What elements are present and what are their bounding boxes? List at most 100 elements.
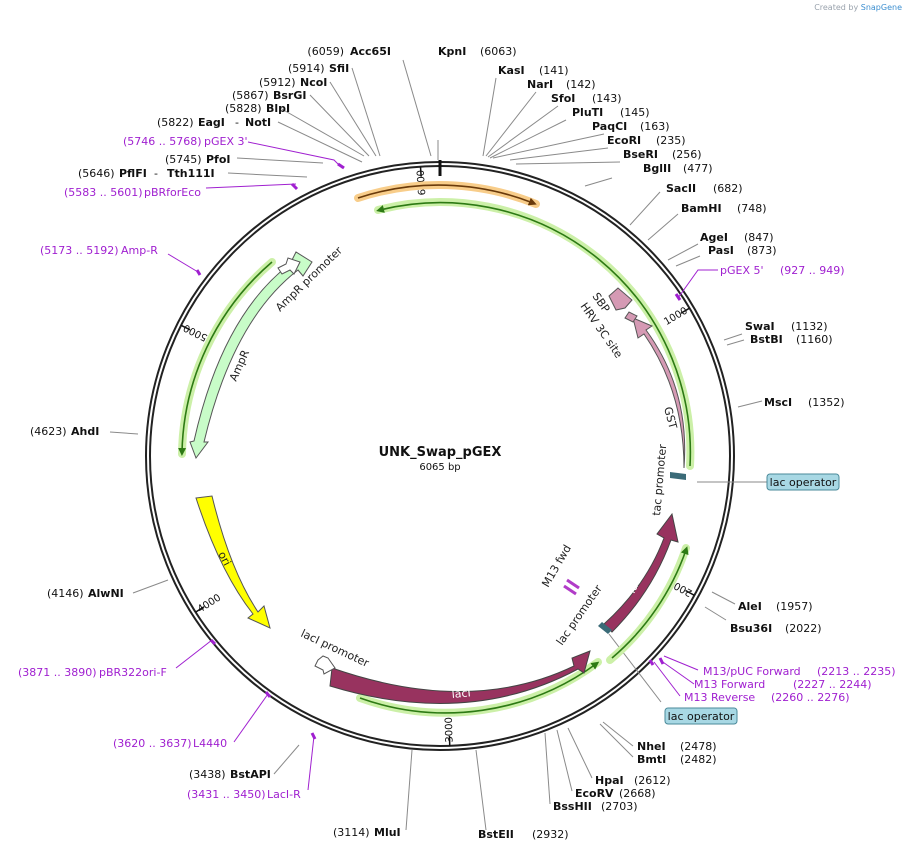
lac-operator-mark-1 (670, 472, 686, 480)
site-pos: (5646) (78, 167, 115, 180)
primer-leader-lines (167, 141, 718, 791)
site-name: BlpI (266, 102, 290, 115)
primer-range: (5173 .. 5192) (40, 244, 119, 257)
site-name: AlwNI (88, 587, 124, 600)
site-pos: (143) (592, 92, 622, 105)
primer-range: (5583 .. 5601) (64, 186, 143, 199)
site-name: BstAPI (230, 768, 271, 781)
feature-sbp-arrow (608, 287, 633, 311)
site-name: SacII (666, 182, 696, 195)
orf-arrow-top (357, 184, 537, 206)
lac-operator-box-1: lac operator (766, 473, 840, 491)
lac-operator-label-2: lac operator (668, 710, 735, 723)
primer-name: M13/pUC Forward (703, 665, 801, 678)
site-name: BstEII (478, 828, 514, 841)
credit-prefix: Created by (814, 3, 859, 12)
site-name: Acc65I (350, 45, 391, 58)
primer-range: (2227 .. 2244) (793, 678, 872, 691)
feature-m13fwd-mark (566, 578, 580, 590)
feature-lacz-arrow (603, 512, 679, 633)
tick-label: 5000 (182, 321, 210, 342)
site-pos: (1132) (791, 320, 828, 333)
site-name: SfoI (551, 92, 575, 105)
site-name-extra: Tth111I (167, 167, 215, 180)
primer-range: (3871 .. 3890) (18, 666, 97, 679)
site-pos: (5914) (288, 62, 325, 75)
site-pos: (163) (640, 120, 670, 133)
tick-mark (419, 166, 422, 177)
site-name: BssHII (553, 800, 592, 813)
primer-range: (2213 .. 2235) (817, 665, 896, 678)
primer-range: (927 .. 949) (780, 264, 845, 277)
site-pos: (6059) (307, 45, 344, 58)
site-name: PluTI (572, 106, 603, 119)
site-name: PaqCI (592, 120, 627, 133)
site-name: NarI (527, 78, 553, 91)
primer-name: LacI-R (267, 788, 301, 801)
feature-label-gst: GST (661, 405, 679, 430)
site-pos: (4623) (30, 425, 67, 438)
primer-name: Amp-R (121, 244, 158, 257)
site-pos: (3114) (333, 826, 370, 839)
snapgene-brand: SnapGene (860, 3, 902, 12)
site-pos: (3438) (189, 768, 226, 781)
primer-name: L4440 (193, 737, 227, 750)
site-name: BamHI (681, 202, 722, 215)
site-pos: (2668) (619, 787, 656, 800)
lac-operator-label-1: lac operator (770, 476, 837, 489)
site-pos: (2482) (680, 753, 717, 766)
site-name: BseRI (623, 148, 658, 161)
site-pos: (2612) (634, 774, 671, 787)
orf-lines (178, 201, 692, 714)
site-pos: (748) (737, 202, 767, 215)
feature-ampr-promoter-arrow (277, 257, 301, 275)
site-pos: (5912) (259, 76, 296, 89)
site-pos: (145) (620, 106, 650, 119)
plasmid-name: UNK_Swap_pGEX (379, 445, 502, 460)
primer-name: M13 Reverse (684, 691, 755, 704)
primer-name: pGEX 5' (720, 264, 764, 277)
site-pos: (2478) (680, 740, 717, 753)
primer-range: (2260 .. 2276) (771, 691, 850, 704)
tick-label: 4000 (196, 592, 223, 615)
feature-m13fwd-mark-2 (563, 584, 577, 596)
site-pos: (4146) (47, 587, 84, 600)
feature-label-lac-promoter: lac promoter (554, 582, 605, 648)
site-name: AleI (738, 600, 762, 613)
site-name: NheI (637, 740, 666, 753)
site-name: Bsu36I (730, 622, 772, 635)
site-pos: (5828) (225, 102, 262, 115)
feature-ori-arrow (195, 495, 271, 629)
site-name: KasI (498, 64, 525, 77)
site-pos: (235) (656, 134, 686, 147)
plasmid-size: 6065 bp (419, 462, 460, 473)
primer-name: pBRforEco (144, 186, 201, 199)
site-pos: (847) (744, 231, 774, 244)
site-name: BmtI (637, 753, 666, 766)
lac-operator-mark-2 (598, 622, 612, 634)
site-dash: - (235, 116, 239, 129)
site-name: NcoI (300, 76, 327, 89)
site-name: KpnI (438, 45, 466, 58)
site-name: BstBI (750, 333, 783, 346)
feature-hrv3c-box (624, 311, 638, 323)
site-pos: (2022) (785, 622, 822, 635)
site-name: BglII (643, 162, 671, 175)
site-pos: (1352) (808, 396, 845, 409)
site-name: MluI (374, 826, 401, 839)
site-pos: (2932) (532, 828, 569, 841)
site-name: PfoI (206, 153, 231, 166)
credit-label: Created by SnapGene (814, 3, 902, 12)
feature-label-laci-promoter: lacI promoter (299, 627, 372, 670)
tick-mark (685, 589, 695, 596)
feature-label-ori: ori (215, 549, 233, 568)
site-name: HpaI (595, 774, 624, 787)
site-name-extra: NotI (245, 116, 271, 129)
site-name: PasI (708, 244, 734, 257)
site-name: PflFI (119, 167, 147, 180)
primer-labels: pGEX 5' (927 .. 949) M13/pUC Forward (22… (18, 135, 896, 801)
site-pos: (142) (566, 78, 596, 91)
site-pos: (141) (539, 64, 569, 77)
site-name: MscI (764, 396, 792, 409)
